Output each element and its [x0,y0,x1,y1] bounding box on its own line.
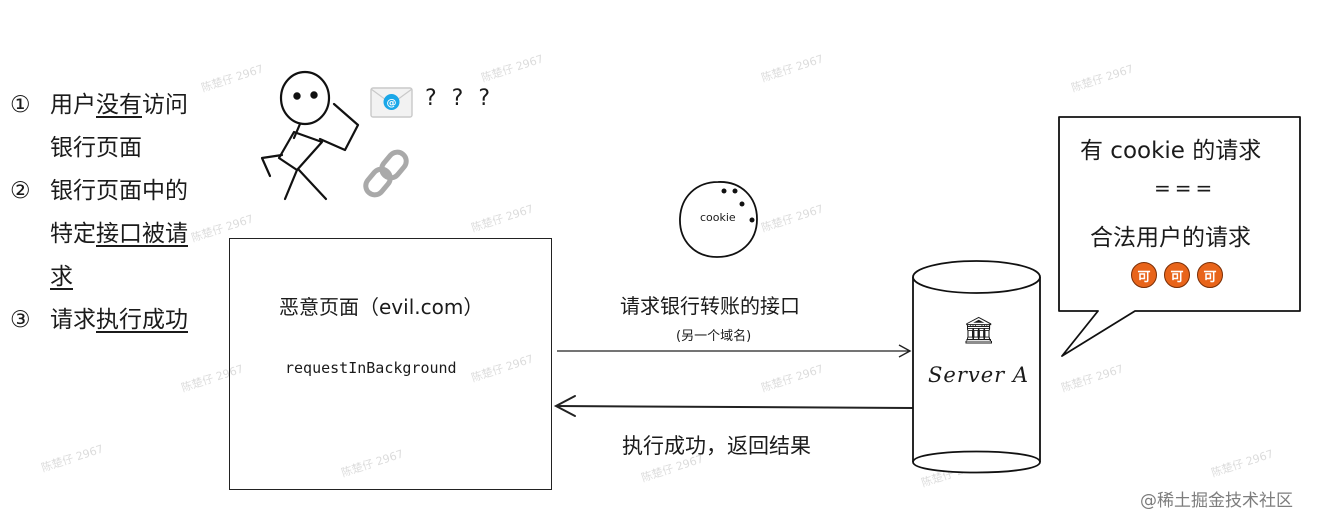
approval-badge: 可 [1131,262,1157,288]
step-number: ① [10,92,31,118]
request-label: 请求银行转账的接口 [620,294,800,318]
approval-badge: 可 [1197,262,1223,288]
step-text-segment: 访问 [142,92,188,118]
step-text-segment: 特定 [50,221,96,247]
bubble-line-1: 有 cookie 的请求 [1080,138,1262,164]
server-cylinder [912,260,1041,474]
step-row: 银行页面 [10,127,225,170]
step-row: ① 用户没有访问 [10,84,225,127]
link-icon [363,149,409,198]
evil-page-title: 恶意页面（evil.com） [279,295,484,319]
step-text: 银行页面中的 [50,170,225,213]
step-row: 求 [10,256,225,299]
step-text-segment: 执行成功 [96,307,188,333]
step-row: 特定接口被请 [10,213,225,256]
server-label: Server A [928,363,1030,387]
approval-badge: 可 [1164,262,1190,288]
response-label: 执行成功，返回结果 [622,434,811,458]
step-text-segment: 银行页面 [50,135,142,161]
step-number: ③ [10,307,31,333]
step-text-segment: 接口 [96,221,142,247]
evil-page-box: 恶意页面（evil.com） requestInBackground [229,238,552,490]
approval-badges: 可 可 可 [1131,262,1223,288]
step-text-segment: 用户 [50,92,96,118]
step-row: ② 银行页面中的 [10,170,225,213]
step-row: ③ 请求执行成功 [10,299,225,342]
question-marks: ? ? ? [425,86,495,111]
step-text: 特定接口被请 [50,213,225,256]
stick-figure-icon [260,70,360,201]
step-text-segment: 没有 [96,92,142,118]
response-arrow [553,395,914,417]
cookie-label: cookie [700,211,736,224]
step-text-segment: 请求 [50,307,96,333]
svg-text:@: @ [387,98,397,109]
evil-page-code: requestInBackground [285,359,457,377]
step-text: 用户没有访问 [50,84,225,127]
cookie-icon [679,181,758,258]
step-text-segment: 被请 [142,221,188,247]
bubble-line-3: 合法用户的请求 [1090,225,1251,251]
speech-bubble [1058,116,1301,357]
step-text: 求 [50,256,225,299]
step-text: 银行页面 [50,127,225,170]
step-text-segment: 银行页面中的 [50,178,188,204]
bank-icon: 🏛 [962,316,996,346]
request-sublabel: (另一个域名) [676,329,752,344]
footer-credit: @稀土掘金技术社区 [1140,491,1293,511]
bubble-line-2: === [1154,176,1217,200]
step-text: 请求执行成功 [50,299,225,342]
step-text-segment: 求 [50,264,73,290]
email-icon: @ [370,87,413,118]
step-number: ② [10,178,31,204]
